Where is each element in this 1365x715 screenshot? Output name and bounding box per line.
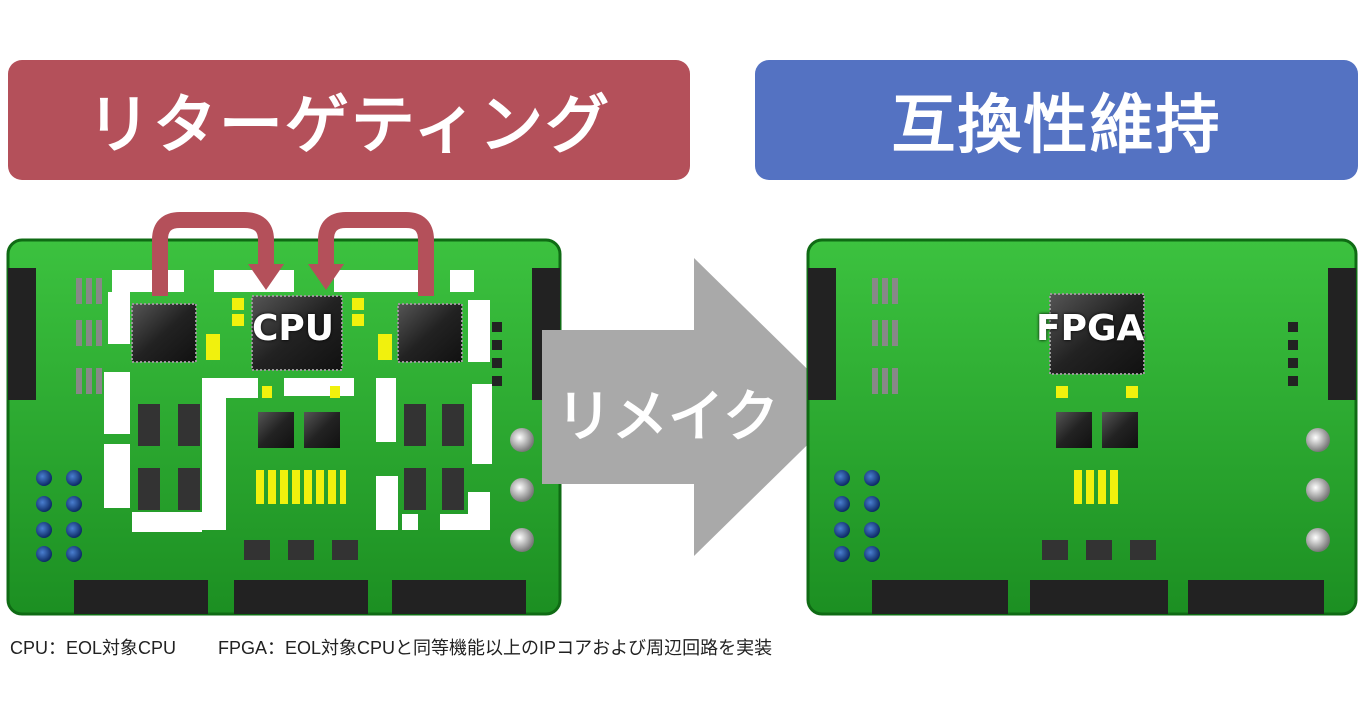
original-board	[6, 212, 562, 616]
transfer-arrowhead-left	[248, 264, 284, 290]
caption-cpu: CPU：EOL対象CPU	[10, 638, 177, 658]
remake-label: リメイク	[556, 385, 779, 450]
caption: CPU：EOL対象CPU FPGA：EOL対象CPUと同等機能以上のIPコアおよび…	[10, 634, 772, 660]
cpu-chip-left	[131, 303, 197, 363]
retarget-highlight-regions	[104, 270, 492, 532]
fpga-board	[806, 238, 1358, 616]
fpga-label: FPGA	[1036, 308, 1145, 349]
transfer-arrow-right	[318, 212, 434, 296]
fpga-chip	[1049, 293, 1145, 375]
transfer-arrow-left	[152, 212, 274, 296]
retargeting-banner: リターゲティング	[8, 60, 690, 180]
remake-arrow	[542, 258, 846, 556]
caption-fpga: FPGA：EOL対象CPUと同等機能以上のIPコアおよび周辺回路を実装	[218, 638, 773, 658]
cpu-label: CPU	[252, 308, 335, 349]
cpu-chip-center	[251, 295, 343, 371]
transfer-arrowhead-right	[308, 264, 344, 290]
compatibility-banner: 互換性維持	[755, 60, 1358, 180]
cpu-chip-right	[397, 303, 463, 363]
